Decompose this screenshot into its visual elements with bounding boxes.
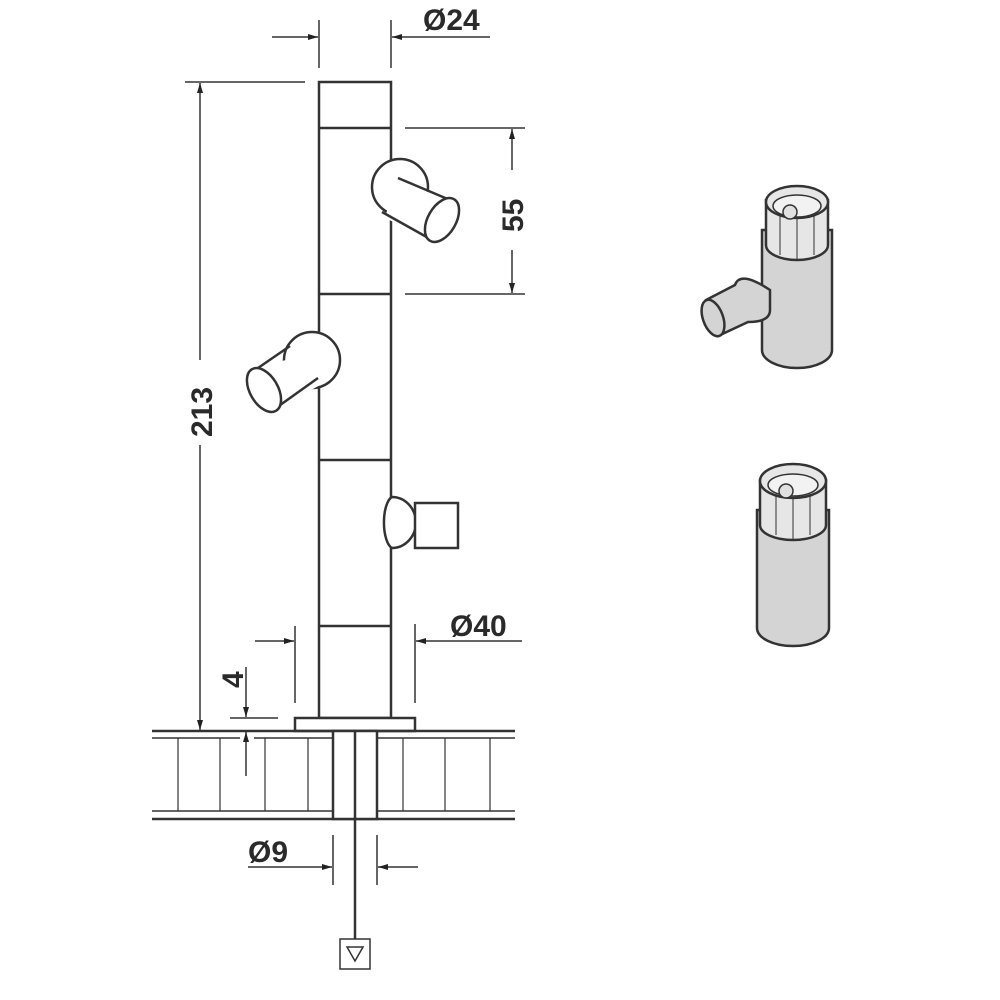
- dimension-hole-diameter: Ø9: [248, 835, 418, 885]
- dimension-plate-thickness: 4: [217, 667, 278, 776]
- dimension-spacing: 55: [405, 127, 530, 295]
- dimension-label-plate-thickness: 4: [217, 671, 250, 688]
- dimension-base-diameter: Ø40: [255, 610, 522, 703]
- dimension-label-base-diameter: Ø40: [450, 610, 507, 643]
- dimension-label-height: 213: [186, 387, 219, 437]
- end-cap-part: [755, 462, 831, 648]
- dimension-top-diameter: Ø24: [272, 4, 490, 68]
- power-supply-symbol-icon: [339, 938, 371, 970]
- dimension-height: 213: [185, 81, 305, 730]
- spotlight-upper-right: [370, 157, 461, 244]
- countertop-section: [152, 716, 515, 940]
- spotlight-middle-left: [245, 330, 342, 414]
- spotlight-lower-right: [382, 495, 460, 550]
- dimension-label-hole-diameter: Ø9: [248, 836, 288, 869]
- dimension-label-spacing: 55: [497, 199, 530, 232]
- t-connector-part: [700, 184, 834, 370]
- dimension-label-top-diameter: Ø24: [423, 4, 480, 37]
